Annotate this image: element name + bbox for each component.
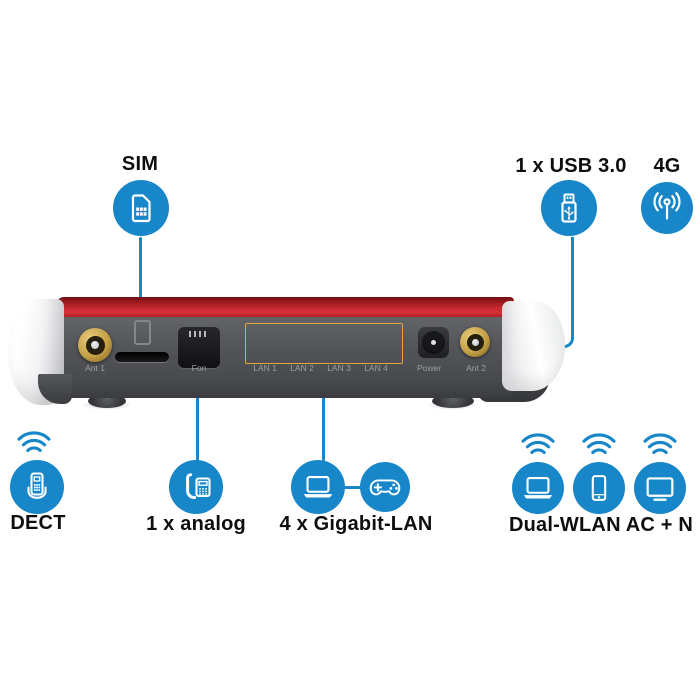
lan-port-block bbox=[245, 323, 403, 364]
antenna-connector-2 bbox=[460, 327, 490, 357]
laptop-icon bbox=[523, 476, 553, 499]
circle-connector-line bbox=[344, 486, 361, 489]
usb-callout-circle bbox=[541, 180, 597, 236]
port-label-lan2: LAN 2 bbox=[290, 363, 314, 373]
port-label-ant2: Ant 2 bbox=[466, 363, 486, 373]
sim-card-icon bbox=[131, 194, 151, 223]
sim-label: SIM bbox=[121, 153, 159, 175]
tv-icon bbox=[646, 477, 674, 501]
port-label-lan4: LAN 4 bbox=[364, 363, 388, 373]
smartphone-icon bbox=[591, 475, 607, 501]
desk-phone-icon bbox=[186, 473, 211, 499]
router-right-end-cap bbox=[502, 301, 565, 391]
sim-slot-marker bbox=[134, 320, 151, 345]
wlan-laptop-callout-circle bbox=[512, 462, 564, 514]
port-label-lan3: LAN 3 bbox=[327, 363, 351, 373]
gigabit-lan-label: 4 x Gigabit-LAN bbox=[279, 513, 433, 535]
four-g-label: 4G bbox=[653, 155, 681, 177]
port-label-power: Power bbox=[416, 363, 442, 373]
cellular-antenna-icon bbox=[653, 192, 681, 220]
wifi-waves-icon bbox=[582, 433, 616, 455]
wifi-waves-icon bbox=[17, 431, 51, 453]
port-label-fon: Fon bbox=[191, 363, 207, 373]
port-label-ant1: Ant 1 bbox=[85, 363, 105, 373]
usb-connector-line bbox=[556, 237, 574, 348]
router-rear-view: Ant 1 Fon LAN 1 LAN 2 LAN 3 LAN 4 Power … bbox=[8, 296, 568, 416]
dect-label: DECT bbox=[10, 512, 66, 534]
lan-laptop-callout-circle bbox=[291, 460, 345, 514]
wifi-waves-icon bbox=[643, 433, 677, 455]
dual-wlan-label: Dual-WLAN AC + N bbox=[508, 514, 694, 536]
sim-callout-circle bbox=[113, 180, 169, 236]
antenna-connector-1 bbox=[78, 328, 112, 362]
laptop-icon bbox=[303, 475, 333, 498]
analog-callout-circle bbox=[169, 460, 223, 514]
port-label-lan1: LAN 1 bbox=[253, 363, 277, 373]
usb-stick-icon bbox=[561, 193, 577, 223]
rj11-pins bbox=[189, 331, 209, 337]
dect-callout-circle bbox=[10, 460, 64, 514]
sim-card-slot bbox=[115, 352, 169, 362]
router-red-top-band bbox=[56, 297, 514, 317]
wifi-waves-icon bbox=[521, 433, 555, 455]
lan-connector-line bbox=[322, 379, 325, 461]
cordless-phone-icon bbox=[27, 472, 47, 499]
fon-rj11-port bbox=[178, 327, 220, 368]
usb-label: 1 x USB 3.0 bbox=[515, 155, 627, 177]
analog-connector-line bbox=[196, 379, 199, 461]
analog-label: 1 x analog bbox=[146, 513, 246, 535]
wlan-smartphone-callout-circle bbox=[573, 462, 625, 514]
sim-connector-line bbox=[139, 237, 142, 321]
wlan-tv-callout-circle bbox=[634, 462, 686, 514]
gamepad-icon bbox=[369, 479, 401, 496]
lan-gamepad-callout-circle bbox=[360, 462, 410, 512]
four-g-callout-circle bbox=[641, 182, 693, 234]
power-jack bbox=[418, 327, 449, 358]
